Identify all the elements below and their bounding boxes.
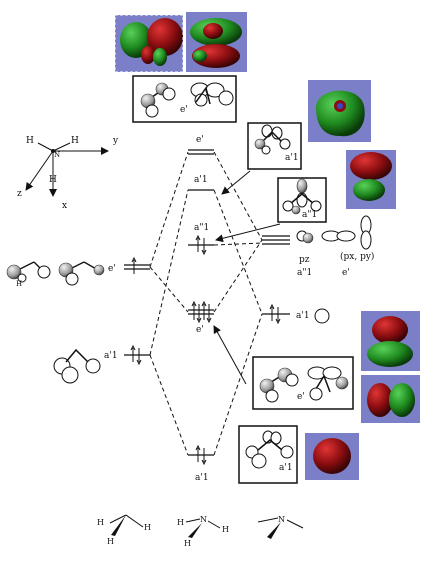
orbital-image-a1-upper: [308, 80, 371, 142]
orbital-box-a2: a"1: [215, 177, 327, 243]
mo-level-e-mid: e': [188, 300, 214, 335]
orbital-image-e-top-2: [186, 12, 247, 72]
axis-label-z: z: [17, 189, 22, 199]
left-fragment-e-orbitals: H: [6, 261, 105, 288]
ch3-h-left: H: [97, 518, 104, 527]
orbital-box-e-mid: e': [213, 325, 354, 410]
axis-label-h3: H: [49, 175, 57, 185]
orbital-image-a1-bottom: [305, 433, 359, 480]
right-label-e: e': [342, 268, 350, 278]
ch3-h-right: H: [144, 523, 151, 532]
axis-label-x: x: [62, 201, 67, 211]
box-label-a1-bottom: a'1: [279, 463, 293, 473]
orbital-box-top-e: e': [132, 75, 237, 123]
axis-label-y: y: [112, 136, 119, 146]
mo-level-a1-upper: a'1: [188, 175, 214, 191]
right-label-pz: pz: [299, 255, 310, 265]
orbital-image-a2: [346, 150, 396, 209]
correlation-lines: [149, 151, 263, 456]
orbital-image-e-top-1: [114, 14, 184, 73]
box-label-a2: a"1: [302, 210, 317, 220]
orbital-image-e-mid-1: [361, 311, 420, 371]
level-label-top-e: e': [196, 135, 204, 145]
mo-level-a2: a"1: [188, 223, 214, 256]
box-label-e-mid: e': [297, 392, 305, 402]
molecule-skeletal: N: [257, 515, 304, 539]
level-label-a2: a"1: [194, 223, 209, 233]
level-label-a1-upper: a'1: [194, 175, 208, 185]
right-label-a2: a"1: [297, 268, 312, 278]
axis-label-h1: H: [26, 136, 34, 146]
mo-level-top-e: e': [188, 135, 214, 155]
level-label-a1-bottom: a'1: [195, 473, 209, 483]
nh3-h-bottom: H: [184, 539, 191, 548]
box-label-top-e: e': [180, 105, 188, 115]
skeletal-n: N: [278, 515, 285, 524]
right-label-pxpy: (px, py): [340, 251, 374, 262]
molecule-ch3: H H H: [97, 514, 151, 546]
coordinate-axes: H H H N y x z: [17, 136, 119, 211]
ch3-h-bottom: H: [107, 537, 114, 546]
orbital-image-e-mid-2: [361, 375, 420, 423]
right-level-p: [262, 235, 290, 245]
left-label-a1: a'1: [104, 351, 118, 361]
left-label-e: e': [108, 264, 116, 274]
nh3-n: N: [200, 515, 207, 524]
orbital-box-a1-upper: a'1: [221, 122, 302, 195]
left-level-a1: a'1: [104, 344, 150, 366]
orbital-box-a1-bottom: a'1: [238, 425, 298, 484]
right-level-s: a'1: [262, 303, 330, 325]
molecule-nh3: N H H H: [177, 515, 229, 548]
box-label-a1-upper: a'1: [285, 153, 299, 163]
axis-label-n: N: [54, 151, 60, 159]
left-level-e: e': [108, 256, 150, 274]
mo-level-a1-bottom: a'1: [188, 444, 214, 483]
left-fragment-a1-orbital: [53, 348, 101, 384]
right-p-orbitals: pz (px, py) a"1 e': [296, 215, 374, 278]
nh3-h-right: H: [222, 525, 229, 534]
left-fragment-h: H: [16, 280, 22, 288]
right-label-a1: a'1: [296, 311, 310, 321]
nh3-h-left: H: [177, 518, 184, 527]
level-label-e-mid: e': [196, 325, 204, 335]
axis-label-h2: H: [71, 136, 79, 146]
